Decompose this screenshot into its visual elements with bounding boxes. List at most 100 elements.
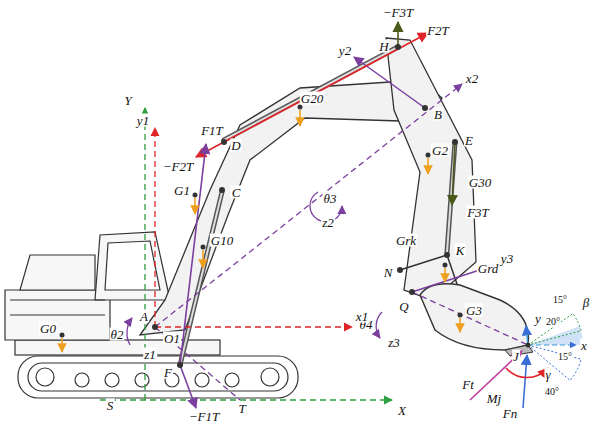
art-line xyxy=(10,299,105,300)
pivot-points xyxy=(60,44,531,368)
coordinate-axes xyxy=(100,57,528,400)
diagram-label: −F2T xyxy=(162,160,194,173)
diagram-label: J xyxy=(512,350,520,363)
force-arrows xyxy=(180,22,548,408)
diagram-label: Grk xyxy=(395,234,417,247)
diagram-label: F3T xyxy=(466,206,490,219)
art-path xyxy=(528,326,583,345)
diagram-label: −F3T xyxy=(382,6,414,19)
diagram-label: x xyxy=(580,339,588,352)
art-line xyxy=(397,22,399,47)
diagram-label: z3 xyxy=(387,336,401,349)
art-path xyxy=(105,241,160,290)
art-circle xyxy=(225,373,239,387)
diagram-label: G1 xyxy=(173,184,191,197)
diagram-label: G20 xyxy=(300,92,324,105)
diagram-label: N xyxy=(383,266,394,279)
art-line xyxy=(526,326,528,345)
diagram-label: Grd xyxy=(477,262,499,275)
art-circle xyxy=(395,44,401,50)
art-line xyxy=(528,345,576,346)
art-rect xyxy=(28,363,288,391)
diagram-label: H xyxy=(378,40,389,53)
art-circle xyxy=(444,252,450,258)
art-path xyxy=(127,318,132,345)
art-line xyxy=(155,327,240,400)
diagram-label: Fn xyxy=(502,407,518,420)
art-line xyxy=(154,128,155,327)
diagram-label: θ3 xyxy=(323,192,338,205)
art-line xyxy=(224,48,396,140)
art-line xyxy=(447,142,455,252)
diagram-label: S xyxy=(106,399,115,412)
diagram-label: B xyxy=(433,108,443,121)
art-line xyxy=(447,255,458,287)
bucket xyxy=(420,284,528,350)
diagram-label: z1 xyxy=(143,348,157,361)
diagram-label: G2 xyxy=(431,144,449,157)
art-circle xyxy=(193,193,198,198)
art-line xyxy=(224,33,428,142)
diagram-label: 15° xyxy=(552,295,568,305)
art-line xyxy=(100,399,392,400)
art-path xyxy=(95,232,170,300)
art-line xyxy=(452,142,455,205)
art-line xyxy=(459,318,461,332)
diagram-label: β xyxy=(582,296,590,309)
diagram-label: 20° xyxy=(545,317,561,327)
diagram-label: 40° xyxy=(544,387,560,397)
art-circle xyxy=(152,324,158,330)
diagram-label: −F1T xyxy=(188,409,220,422)
diagram-label: C xyxy=(231,186,242,199)
hydraulic-cylinders xyxy=(180,48,455,365)
art-line xyxy=(10,314,105,315)
art-circle xyxy=(397,267,403,273)
diagram-label: D xyxy=(230,139,241,152)
diagram-label: F2T xyxy=(426,24,450,37)
art-circle xyxy=(177,362,183,368)
diagram-label: G30 xyxy=(468,176,492,189)
diagram-label: F xyxy=(163,366,173,379)
art-circle xyxy=(458,313,463,318)
art-path xyxy=(376,312,382,338)
diagram-label: γ xyxy=(544,368,551,381)
art-line xyxy=(180,365,196,408)
art-circle xyxy=(221,139,227,145)
diagram-label: K xyxy=(455,244,466,257)
diagram-label: G3 xyxy=(465,304,483,317)
art-circle xyxy=(135,373,149,387)
bucket-linkage xyxy=(400,255,458,287)
art-path xyxy=(528,345,581,380)
diagram-label: T xyxy=(237,402,246,415)
art-circle xyxy=(75,373,89,387)
diagram-label: A xyxy=(139,310,149,323)
diagram-label: E xyxy=(464,134,474,147)
diagram-label: θ2 xyxy=(110,328,125,341)
art-line xyxy=(523,355,527,408)
art-line xyxy=(224,48,396,140)
diagram-label: Ft xyxy=(461,378,475,391)
diagram-label: G0 xyxy=(39,322,57,335)
art-circle xyxy=(409,289,415,295)
boom xyxy=(140,80,442,335)
art-circle xyxy=(36,368,54,386)
art-line xyxy=(412,292,528,345)
art-circle xyxy=(526,343,531,348)
art-circle xyxy=(195,373,209,387)
art-circle xyxy=(60,333,65,338)
art-path xyxy=(20,255,95,290)
art-circle xyxy=(452,139,458,145)
diagram-label: y2 xyxy=(338,44,352,57)
art-rect xyxy=(15,340,220,355)
art-line xyxy=(299,110,301,126)
art-circle xyxy=(105,373,119,387)
art-line xyxy=(427,158,429,174)
art-line xyxy=(400,255,447,270)
art-line xyxy=(202,250,204,268)
art-g xyxy=(180,48,455,365)
art-line xyxy=(194,198,196,214)
art-path xyxy=(5,290,110,340)
